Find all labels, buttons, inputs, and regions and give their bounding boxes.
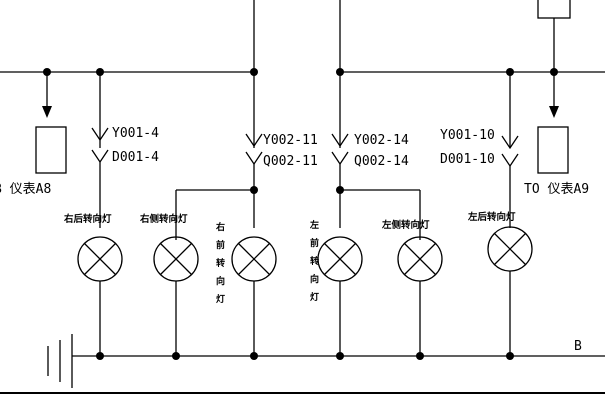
junction-dot — [96, 352, 104, 360]
connector-y001-4 — [91, 72, 109, 228]
junction-dot — [250, 186, 258, 194]
connector-label-y002-14: Y002-14 — [354, 133, 409, 148]
connector-label-d001-10: D001-10 — [440, 152, 495, 167]
to-a8-label: B 仪表A8 — [0, 182, 51, 197]
junction-dot — [336, 186, 344, 194]
lamp-right-side — [153, 236, 199, 356]
connector-y002-11 — [245, 72, 263, 228]
lamp-label-right-front: 右 前 转 向 灯 — [215, 221, 230, 305]
lamp-left-front — [317, 236, 363, 356]
lamp-label-left-front: 左 前 转 向 灯 — [309, 219, 324, 303]
connector-label-q002-14: Q002-14 — [354, 154, 409, 169]
junction-dot — [506, 352, 514, 360]
junction-dot — [250, 352, 258, 360]
instrument-a9-box — [537, 126, 569, 174]
lamp-label-left-rear: 左后转向灯 — [467, 211, 516, 223]
connector-label-y001-10: Y001-10 — [440, 128, 495, 143]
lamp-label-right-side: 右侧转向灯 — [139, 213, 188, 225]
connector-label-q002-11: Q002-11 — [263, 154, 318, 169]
connector-label-y002-11: Y002-11 — [263, 133, 318, 148]
arrow-head-a8 — [42, 106, 52, 118]
lamp-right-rear — [77, 236, 123, 356]
arrow-head-a9 — [549, 106, 559, 118]
lamp-left-side — [397, 236, 443, 356]
junction-dot — [172, 352, 180, 360]
connector-y002-14 — [331, 72, 349, 228]
junction-dot — [416, 352, 424, 360]
top-right-box — [537, 0, 571, 19]
bus-b-label: B — [574, 339, 582, 354]
to-a9-label: TO 仪表A9 — [524, 182, 589, 197]
instrument-a8-box — [35, 126, 67, 174]
lamp-left-rear — [487, 226, 533, 356]
ground-symbol — [47, 334, 73, 388]
lamp-right-front — [231, 236, 277, 356]
junction-dot — [336, 352, 344, 360]
connector-label-d001-4: D001-4 — [112, 150, 159, 165]
connector-y001-10 — [501, 72, 519, 228]
lamp-label-right-rear: 右后转向灯 — [63, 213, 112, 225]
connector-label-y001-4: Y001-4 — [112, 126, 159, 141]
lamp-label-left-side: 左侧转向灯 — [381, 219, 430, 231]
